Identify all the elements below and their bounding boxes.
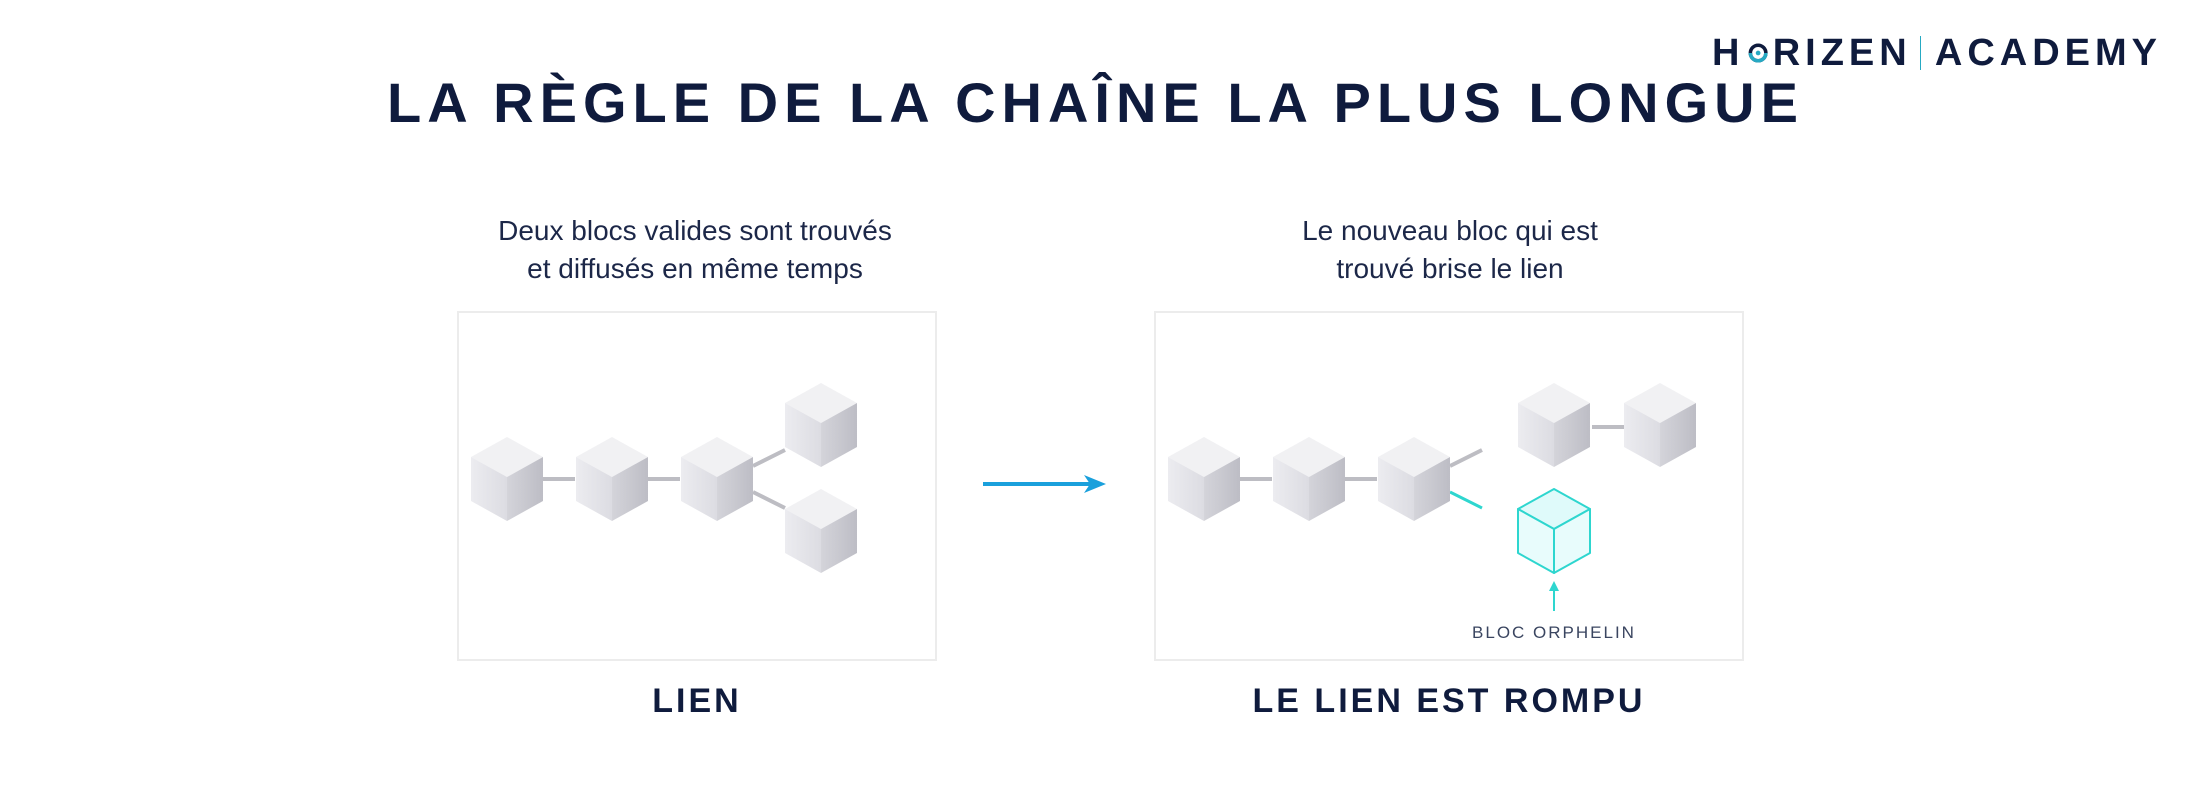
logo-letter-h: H [1712,31,1745,74]
right-panel: BLOC ORPHELIN [1154,311,1744,661]
block-fork-upper [1518,383,1590,467]
block-2 [576,437,648,521]
left-panel [457,311,937,661]
connector-3-upper [1449,448,1483,468]
horizen-o-icon [1749,43,1769,63]
fork-diagram [471,383,857,573]
logo-divider [1919,36,1921,70]
right-caption-line-2: trouvé brise le lien [1336,253,1564,284]
right-panel-label: LE LIEN EST ROMPU [1252,682,1646,720]
page-title: LA RÈGLE DE LA CHAÎNE LA PLUS LONGUE [387,71,1804,134]
logo-word-academy: ACADEMY [1934,31,2162,74]
block-orphan [1517,488,1591,574]
block-new [1624,383,1696,467]
block-3 [1378,437,1450,521]
horizen-academy-logo: H RIZEN ACADEMY [1712,28,2162,78]
block-1-cube [471,437,543,521]
block-fork-lower [785,489,857,573]
block-fork-upper [785,383,857,467]
right-caption-line-1: Le nouveau bloc qui est [1302,215,1598,246]
connector-3-orphan [1449,490,1483,510]
connector-3-upper [752,448,786,468]
logo-word-rizen: RIZEN [1772,31,1912,74]
block-3 [681,437,753,521]
connector-3-lower [752,490,786,510]
left-panel-label: LIEN [652,682,742,720]
left-caption-line-2: et diffusés en même temps [527,253,863,284]
orphan-block-label: BLOC ORPHELIN [1472,623,1636,642]
left-caption: Deux blocs valides sont trouvés et diffu… [455,212,935,288]
orphan-pointer-arrowhead [1549,581,1559,591]
block-1 [1168,437,1240,521]
right-caption: Le nouveau bloc qui est trouvé brise le … [1200,212,1700,288]
left-caption-line-1: Deux blocs valides sont trouvés [498,215,892,246]
block-2 [1273,437,1345,521]
transition-arrow [983,475,1106,493]
broken-fork-diagram: BLOC ORPHELIN [1168,383,1696,642]
